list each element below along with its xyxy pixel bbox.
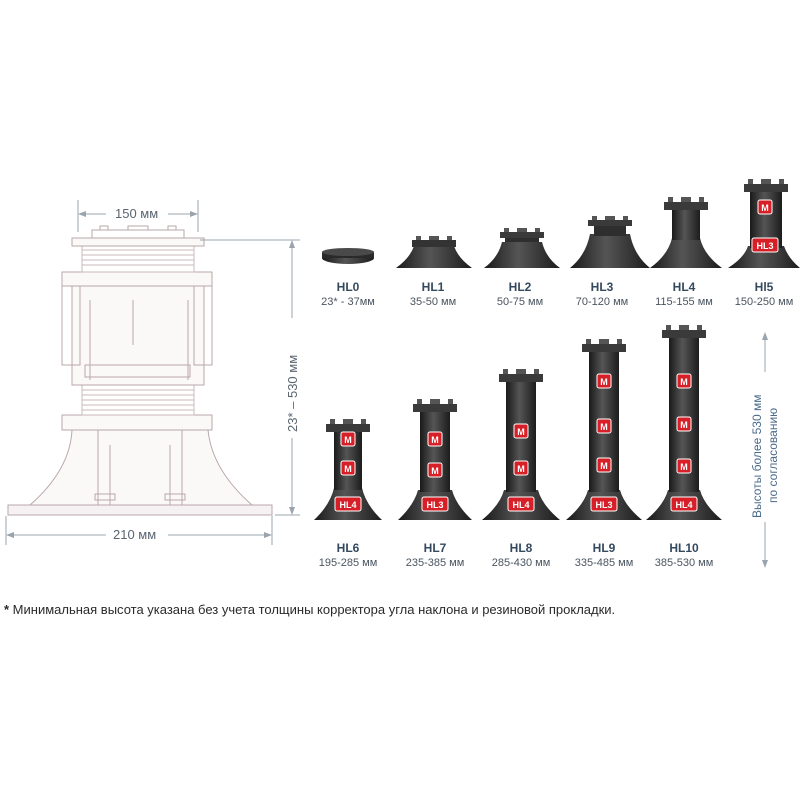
module-badge: M [680, 377, 688, 387]
model-range: 50-75 мм [497, 296, 543, 308]
model-name: HL0 [337, 280, 360, 294]
model-range: 150-250 мм [735, 296, 794, 308]
model-name: HL4 [673, 280, 696, 294]
top-width-label: 150 мм [115, 206, 158, 221]
module-badge: M [600, 422, 608, 432]
model-range: 115-155 мм [655, 296, 713, 308]
model-range: 385-530 мм [655, 557, 714, 569]
footnote: * Минимальная высота указана без учета т… [4, 602, 794, 617]
support-hl4 [650, 197, 722, 268]
model-range: 70-120 мм [576, 296, 628, 308]
side-note-line2: по согласованию [766, 408, 780, 503]
model-range: 23* - 37мм [321, 296, 375, 308]
module-badge: M [680, 462, 688, 472]
module-badge: M [344, 435, 352, 445]
model-name: HL9 [593, 541, 616, 555]
support-hl10: M M M HL4 [646, 325, 722, 520]
hl4-badge: HL4 [512, 500, 529, 510]
model-range: 195-285 мм [319, 557, 378, 569]
row-2-labels: HL6 195-285 мм HL7 235-385 мм HL8 285-43… [319, 541, 714, 569]
support-row-2: M M HL4 M M HL3 [314, 325, 722, 520]
model-name: HL10 [669, 541, 699, 555]
model-name: HL2 [509, 280, 532, 294]
outline-support-drawing [7, 225, 273, 516]
model-name: HL3 [591, 280, 614, 294]
side-note-line1: Высоты более 530 мм [750, 395, 764, 518]
support-hl8: M M HL4 [482, 369, 560, 520]
model-name: Hl5 [755, 280, 774, 294]
support-hl5: M HL3 [728, 179, 800, 268]
model-name: HL8 [510, 541, 533, 555]
hl3-badge: HL3 [756, 241, 773, 251]
footnote-star: * [4, 602, 10, 617]
base-width-label: 210 мм [113, 527, 156, 542]
support-row-1: M HL3 [322, 179, 800, 268]
hl3-badge: HL3 [595, 500, 612, 510]
lower-thread [81, 384, 195, 416]
module-badge: M [600, 461, 608, 471]
row-1-labels: HL0 23* - 37мм HL1 35-50 мм HL2 50-75 мм… [321, 280, 793, 308]
model-range: 285-430 мм [492, 557, 551, 569]
support-hl7: M M HL3 [398, 399, 472, 520]
hl4-badge: HL4 [675, 500, 692, 510]
model-range: 35-50 мм [410, 296, 456, 308]
module-badge: M [517, 464, 525, 474]
height-range-label: 23* – 530 мм [285, 355, 300, 432]
hl3-badge: HL3 [426, 500, 443, 510]
model-range: 235-385 мм [406, 557, 465, 569]
module-badge: M [600, 377, 608, 387]
support-hl0 [322, 248, 374, 264]
support-hl9: M M M HL3 [566, 339, 642, 520]
support-hl3 [570, 216, 650, 268]
upper-thread [81, 244, 195, 273]
support-hl6: M M HL4 [314, 419, 382, 520]
module-badge: M [680, 420, 688, 430]
model-name: HL7 [424, 541, 447, 555]
support-hl2 [484, 228, 560, 268]
model-name: HL1 [422, 280, 445, 294]
module-badge: M [344, 464, 352, 474]
module-badge: M [517, 427, 525, 437]
module-badge: M [431, 466, 439, 476]
footnote-text: Минимальная высота указана без учета тол… [9, 602, 616, 617]
hl4-badge: HL4 [339, 500, 356, 510]
module-badge: M [761, 203, 769, 213]
model-name: HL6 [337, 541, 360, 555]
support-hl1 [396, 236, 472, 268]
model-range: 335-485 мм [575, 557, 634, 569]
module-badge: M [431, 435, 439, 445]
